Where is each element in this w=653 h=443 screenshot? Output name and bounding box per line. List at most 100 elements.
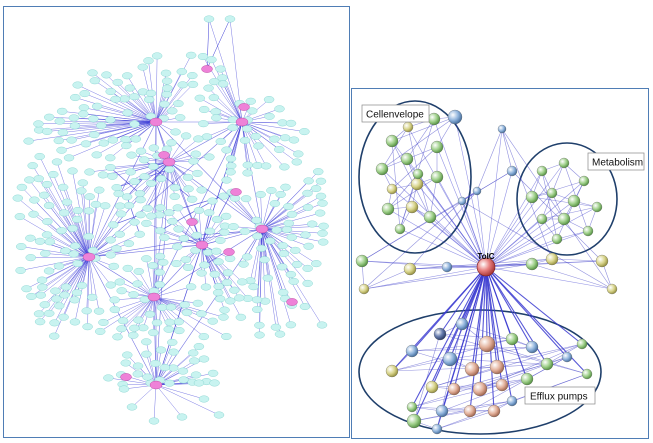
protein-node [162,84,173,92]
protein-node [288,136,300,144]
protein-node [48,170,59,178]
protein-sphere-node [495,378,509,392]
protein-node [138,324,149,332]
protein-node [220,212,232,220]
protein-sphere-node [540,357,554,371]
protein-node [141,338,152,346]
protein-node [182,263,194,271]
protein-node [44,238,56,246]
metabolism-callout: Metabolism [587,152,645,171]
protein-sphere-node [410,177,424,191]
network-edge [201,228,263,246]
protein-node [285,270,297,278]
interaction-edge [439,266,487,335]
network-edge [261,206,289,230]
network-edge [88,256,100,312]
protein-node [167,217,178,225]
interaction-edge [441,400,513,412]
protein-node [155,346,167,354]
protein-node [123,240,135,248]
protein-node [187,80,199,88]
protein-node [221,279,233,287]
protein-node [135,196,146,204]
network-edge [72,170,90,258]
interaction-edge [485,258,553,268]
protein-node [44,309,55,317]
interaction-edge [541,170,558,240]
interaction-edge [413,400,513,422]
protein-node [207,317,218,325]
interaction-edge [381,126,409,170]
interaction-edge [391,116,456,142]
network-edge [131,154,170,163]
hub-node [186,218,198,226]
protein-node [190,371,202,379]
network-edge [153,296,224,318]
protein-sphere-node [406,413,422,429]
protein-node [27,162,38,170]
protein-node [254,331,265,339]
protein-node [190,150,202,158]
protein-node [122,264,133,272]
interaction-edge [439,333,588,375]
network-edge [146,223,203,246]
protein-node [303,177,314,185]
protein-node [178,376,189,384]
protein-node [291,158,302,166]
network-edge [46,234,90,258]
protein-node [314,209,326,217]
interaction-edge [485,192,553,268]
protein-node [12,194,24,202]
protein-node [213,258,224,266]
network-edge [19,216,90,258]
protein-node [203,209,215,217]
protein-node [146,179,157,187]
interaction-edge [485,266,583,345]
protein-node [165,303,177,311]
interaction-edge [449,266,487,360]
protein-node [198,355,210,363]
protein-node [125,168,136,176]
protein-node [193,135,204,143]
protein-node [189,357,200,365]
protein-node [86,293,98,301]
protein-node [228,223,239,231]
interaction-edge [381,116,456,170]
protein-node [262,274,274,282]
protein-node [41,127,53,135]
protein-node [209,379,220,387]
right-network-panel: Cellenvelope Metabolism Efflux pumps Tol… [351,88,649,439]
protein-node [84,193,95,201]
network-edge [88,161,170,258]
protein-node [142,204,153,212]
protein-node [93,307,105,315]
protein-node [87,69,98,77]
protein-node [121,193,133,201]
protein-node [155,204,166,212]
protein-node [171,260,182,268]
protein-node [161,90,172,98]
protein-node [146,212,157,220]
protein-node [264,237,276,245]
protein-node [28,210,39,218]
protein-node [128,291,139,299]
protein-node [185,283,197,291]
protein-node [39,301,51,309]
network-edge [88,228,263,258]
interaction-edge [485,196,533,268]
protein-node [211,247,222,255]
protein-node [71,289,83,297]
protein-node [26,292,37,300]
protein-node [53,262,65,270]
protein-node [59,291,70,299]
protein-node [56,227,67,235]
network-edge [88,256,93,298]
protein-node [37,283,48,291]
protein-node [112,78,123,86]
network-edge [261,228,292,325]
protein-node [14,213,26,221]
protein-node [193,379,205,387]
protein-node [23,137,34,145]
protein-node [215,137,226,145]
interaction-edge [409,190,478,270]
